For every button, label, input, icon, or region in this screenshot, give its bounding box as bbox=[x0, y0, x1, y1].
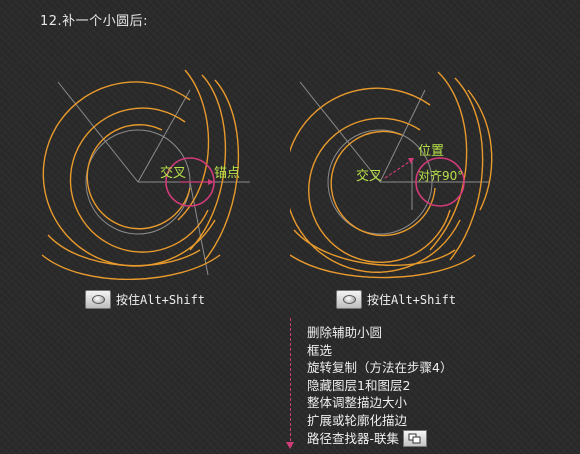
arc-inner bbox=[330, 130, 436, 237]
label-intersect: 交叉 bbox=[160, 165, 186, 181]
arc-bottom-1 bbox=[47, 234, 201, 267]
label-anchor: 锚点 bbox=[214, 166, 240, 181]
step-item: 整体调整描边大小 bbox=[307, 395, 408, 411]
label-position: 位置 bbox=[418, 144, 444, 159]
guide-line bbox=[137, 89, 191, 183]
arc-outer bbox=[290, 87, 461, 273]
right-illustration: 位置 交叉 对齐90° bbox=[290, 71, 493, 279]
arc-bottom-2 bbox=[290, 254, 476, 279]
arc-mid bbox=[308, 117, 451, 263]
guide-line bbox=[299, 81, 381, 183]
position-arrowhead bbox=[408, 158, 414, 164]
mouse-key-icon bbox=[85, 290, 111, 309]
arc-bottom-2 bbox=[41, 254, 221, 280]
hint-right-text: 按住Alt+Shift bbox=[367, 293, 457, 307]
mouse-key-icon bbox=[336, 290, 362, 309]
arc-right-3 bbox=[177, 69, 210, 221]
flow-arrow-line bbox=[290, 318, 291, 446]
step-item-text: 路径查找器-联集 bbox=[307, 430, 400, 446]
arc-inner bbox=[86, 124, 191, 230]
arc-outer bbox=[42, 81, 216, 267]
step-item: 扩展或轮廓化描边 bbox=[307, 412, 408, 428]
step-item: 隐藏图层1和图层2 bbox=[307, 377, 411, 393]
left-illustration: 交叉 锚点 bbox=[41, 69, 250, 280]
arc-right-1 bbox=[189, 74, 227, 251]
arc-right-2 bbox=[449, 77, 484, 261]
hint-left: 按住Alt+Shift bbox=[85, 290, 205, 309]
arc-right-1 bbox=[429, 71, 468, 251]
step-item: 删除辅助小圆 bbox=[307, 325, 383, 340]
guide-circle bbox=[327, 129, 433, 235]
label-align: 对齐90° bbox=[418, 168, 463, 183]
step-item: 旋转复制（方法在步骤4） bbox=[307, 360, 453, 376]
anchor-arrowhead bbox=[208, 179, 214, 185]
step-title: 12.补一个小圆后: bbox=[40, 14, 149, 29]
hint-left-text: 按住Alt+Shift bbox=[116, 293, 206, 307]
arc-right-3 bbox=[467, 89, 493, 211]
step-item: 框选 bbox=[307, 342, 333, 358]
guide-line bbox=[57, 81, 139, 183]
position-pointer bbox=[384, 159, 413, 179]
small-circle bbox=[415, 157, 465, 207]
step-list: 删除辅助小圆 框选 旋转复制（方法在步骤4） 隐藏图层1和图层2 整体调整描边大… bbox=[307, 324, 452, 447]
arc-mid bbox=[69, 107, 209, 253]
arc-right-2 bbox=[204, 79, 240, 261]
guide-line bbox=[379, 89, 426, 183]
arc-bottom-1 bbox=[293, 229, 456, 266]
unite-icon bbox=[403, 429, 428, 447]
flow-arrow-icon bbox=[286, 442, 294, 449]
step-item-unite: 路径查找器-联集 bbox=[307, 429, 452, 448]
hint-right: 按住Alt+Shift bbox=[336, 290, 456, 309]
label-intersect: 交叉 bbox=[356, 168, 382, 184]
